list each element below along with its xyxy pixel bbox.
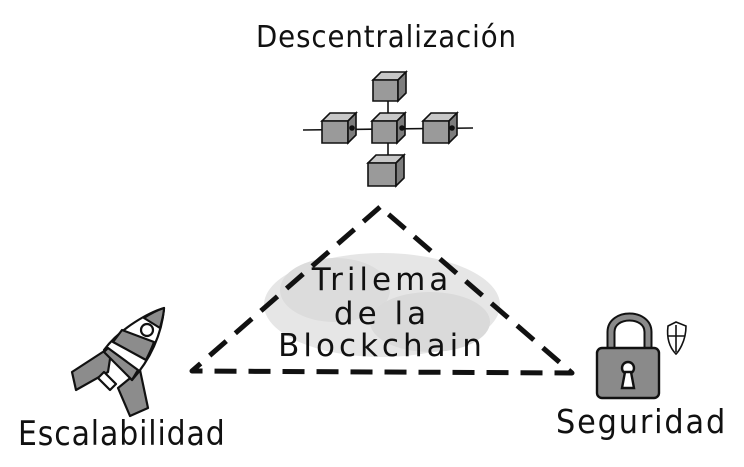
label-scalability: Escalabilidad [18,414,226,454]
label-security: Seguridad [556,402,728,441]
dashed-triangle [189,204,575,376]
rocket-icon [70,306,166,418]
padlock-icon [595,312,661,400]
center-shading [264,253,500,357]
center-title-line-2: de la [333,296,431,332]
center-title-line-3: Blockchain [278,328,486,364]
label-decentralization: Descentralización [256,20,517,55]
shield-icon [666,321,687,356]
center-title-line-1: Trilema [311,262,453,298]
network-cubes-icon [302,70,474,188]
